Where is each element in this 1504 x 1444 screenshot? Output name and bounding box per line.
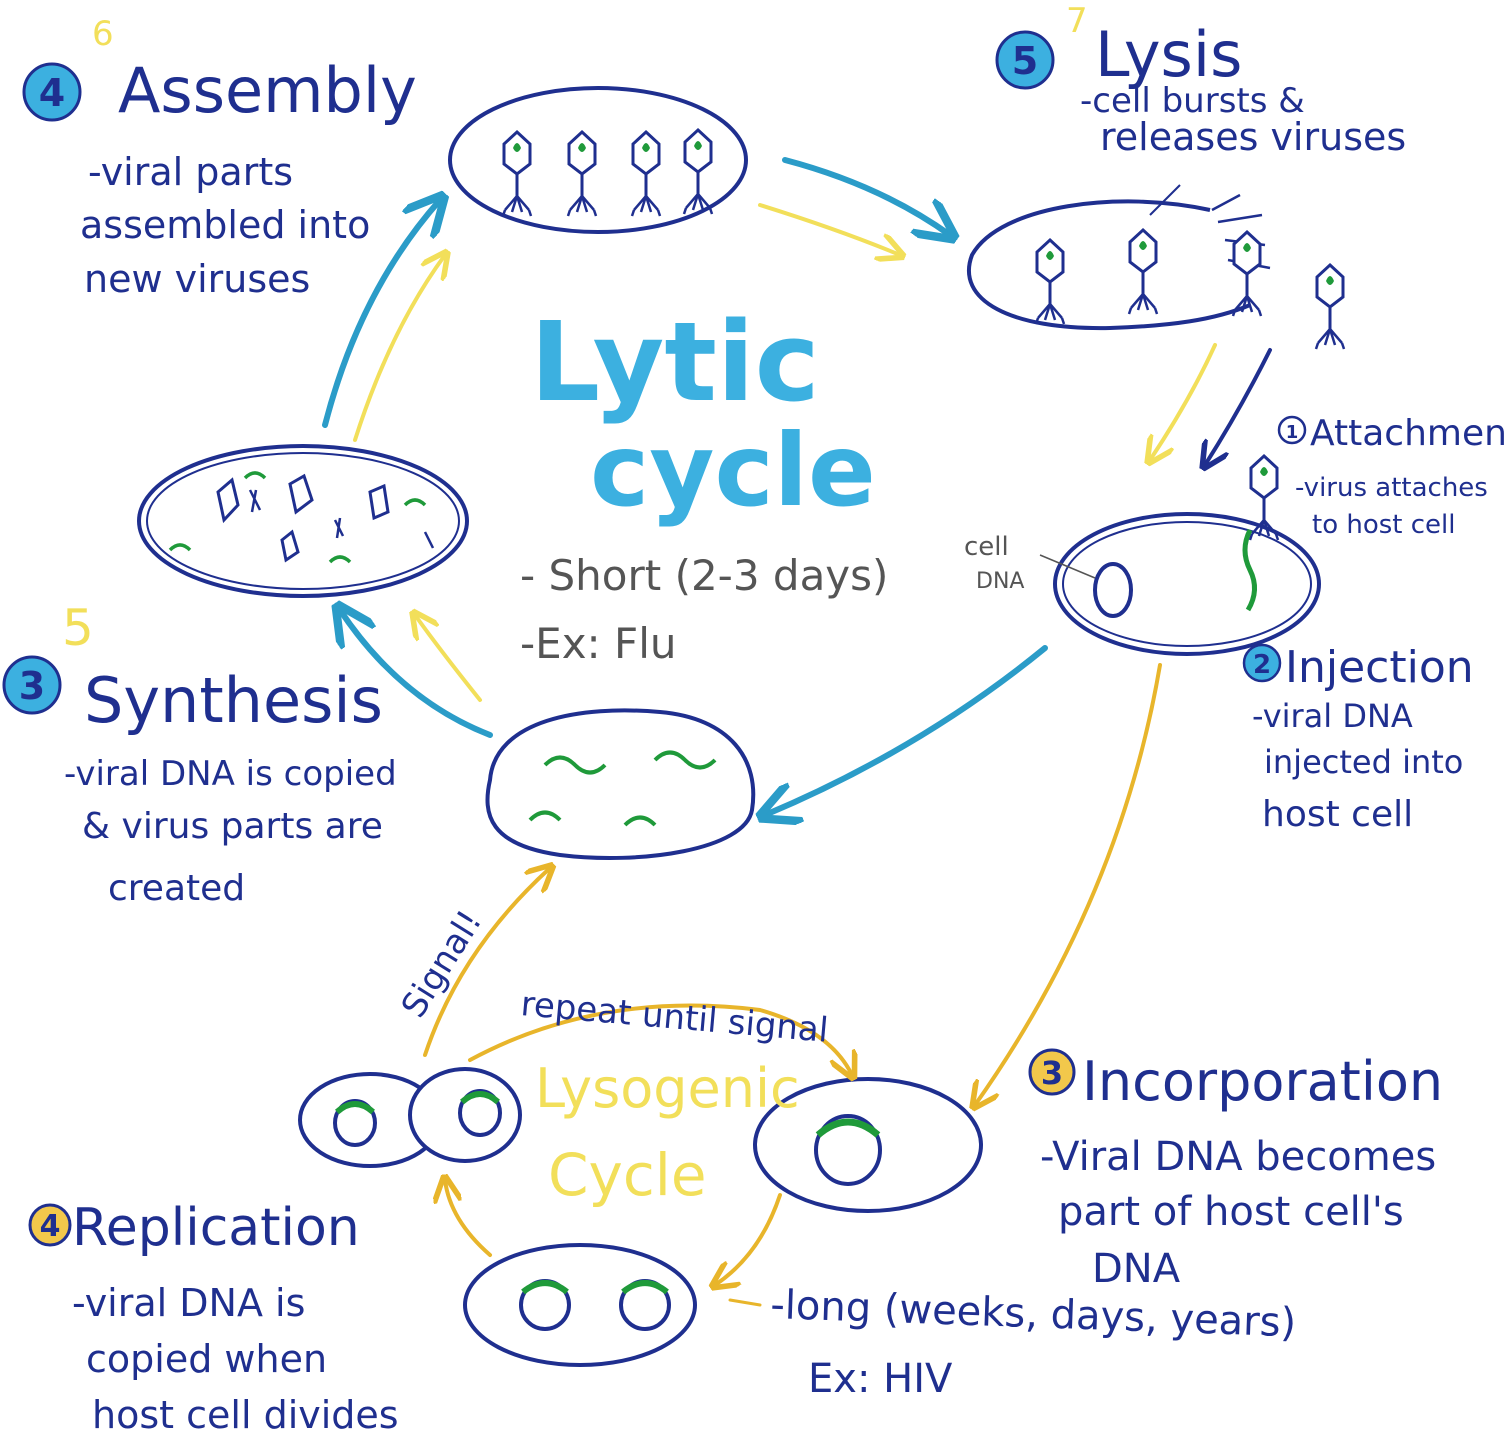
signal-label: Signal!	[394, 903, 490, 1024]
step-desc-line: new viruses	[84, 257, 310, 301]
step-title: Attachment	[1310, 413, 1504, 454]
step-desc-line: part of host cell's	[1058, 1189, 1404, 1235]
step-number: 1	[1286, 422, 1299, 443]
step-desc-line: -Viral DNA becomes	[1040, 1134, 1436, 1180]
step-desc-line: DNA	[1092, 1246, 1181, 1292]
cell-dna-pointer	[1039, 554, 1096, 579]
step-desc-line: host cell divides	[92, 1393, 399, 1437]
cell-dna-label-1: cell	[964, 532, 1009, 562]
step-desc-line: & virus parts are	[82, 806, 383, 847]
step-desc-line: created	[108, 868, 245, 909]
step-desc-line: -virus attaches	[1295, 473, 1488, 503]
lytic-title-line1: Lytic	[530, 298, 820, 426]
step-alt-number: 7	[1066, 1, 1088, 41]
step-title: Replication	[72, 1198, 360, 1258]
viral-dna-icon	[1242, 528, 1257, 612]
step-badge	[1242, 643, 1282, 683]
step-injection: 2 Injection -viral DNA injected into hos…	[1242, 642, 1474, 835]
step-badge	[28, 1203, 72, 1247]
lysogenic-title-line2: Cycle	[548, 1141, 707, 1209]
step-title: Synthesis	[84, 664, 383, 737]
step-desc-line: -viral DNA	[1252, 697, 1413, 735]
step-badge	[995, 30, 1055, 90]
step-number: 3	[1041, 1054, 1063, 1092]
step-desc-line: copied when	[86, 1337, 327, 1381]
step-desc-line: host cell	[1262, 794, 1413, 835]
lysogenic-arrows	[423, 663, 1162, 1307]
step-attachment: 1 Attachment -virus attaches to host cel…	[1277, 413, 1504, 540]
step-replication: 4 Replication -viral DNA is copied when …	[28, 1198, 399, 1437]
step-title: Incorporation	[1082, 1050, 1443, 1113]
step-desc-line: -cell bursts &	[1080, 81, 1305, 121]
lytic-example: -Ex: Flu	[520, 619, 677, 668]
step-assembly: 4 6 Assembly -viral parts assembled into…	[22, 14, 417, 301]
step-title: Assembly	[118, 54, 417, 127]
step-title: Lysis	[1095, 18, 1242, 91]
synthesis-cell	[485, 708, 756, 860]
assembly-cell	[448, 86, 748, 234]
incorporation-cell	[753, 1077, 983, 1213]
lytic-title-line2: cycle	[590, 412, 876, 529]
step-alt-number: 5	[62, 599, 94, 657]
step-number: 2	[1253, 650, 1271, 680]
lysogenic-duration: -long (weeks, days, years)	[770, 1282, 1297, 1346]
step-desc-line: injected into	[1264, 743, 1463, 781]
lytic-arrows	[322, 157, 1272, 815]
step-badge	[1028, 1048, 1076, 1096]
step-lysis: 5 7 Lysis -cell bursts & releases viruse…	[995, 1, 1406, 159]
step-badge	[2, 655, 62, 715]
step-desc-line: to host cell	[1312, 510, 1456, 540]
cell-dna-label-2: DNA	[976, 569, 1024, 594]
step-desc-line: -viral DNA is copied	[64, 754, 397, 794]
step-badge	[22, 62, 82, 122]
step-number: 5	[1012, 39, 1038, 83]
step-desc-line: -viral parts	[88, 150, 293, 194]
lysogenic-title-line1: Lysogenic	[535, 1057, 800, 1120]
step-desc-line: -viral DNA is	[72, 1281, 305, 1325]
step-number: 4	[40, 1209, 61, 1244]
lytic-duration: - Short (2-3 days)	[520, 551, 888, 600]
cell-dna-icon	[1093, 562, 1133, 618]
replication-cell	[463, 1243, 697, 1367]
step-title: Injection	[1285, 642, 1474, 693]
attachment-cell	[1053, 454, 1321, 656]
step-incorporation: 3 Incorporation -Viral DNA becomes part …	[1028, 1048, 1443, 1292]
step-synthesis: 3 5 Synthesis -viral DNA is copied & vir…	[2, 599, 397, 909]
step-alt-number: 6	[92, 14, 114, 54]
lysogenic-example: Ex: HIV	[808, 1356, 953, 1402]
parts-cell	[137, 444, 469, 598]
step-number: 4	[39, 71, 65, 115]
lysis-cell	[966, 184, 1346, 351]
phage-icon	[1314, 263, 1346, 351]
step-desc-line: releases viruses	[1100, 115, 1406, 159]
step-desc-line: assembled into	[80, 203, 370, 247]
dividing-cells	[298, 1067, 522, 1168]
lytic-title: Lytic cycle	[530, 298, 876, 529]
repeat-label: repeat until signal	[519, 984, 830, 1051]
step-number: 3	[19, 664, 45, 708]
step-badge	[1277, 415, 1307, 445]
